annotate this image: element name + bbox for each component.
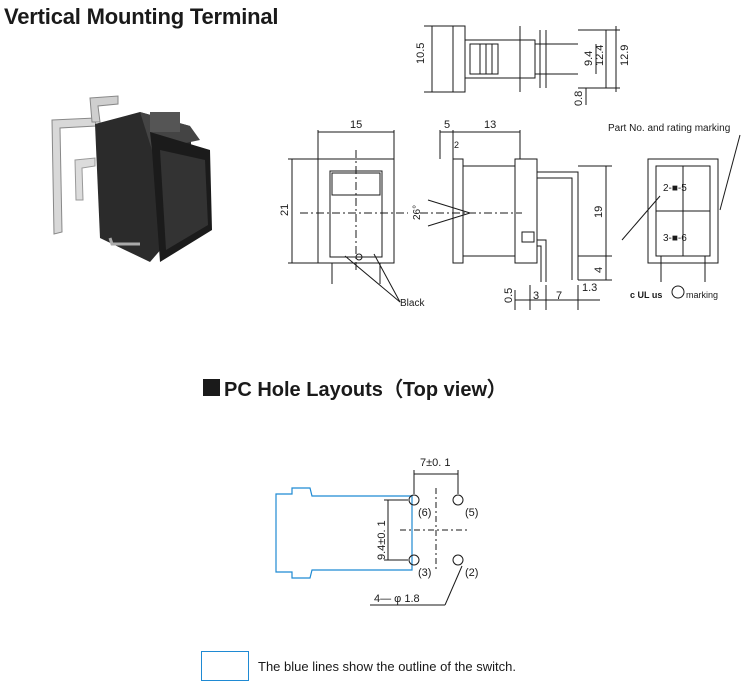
pc-dim-9-4: 9.4±0. 1 — [376, 520, 388, 560]
switch-photo — [51, 95, 212, 262]
dim-12-4: 12.4 — [594, 45, 606, 66]
pc-layout-title-text: PC Hole Layouts（Top view） — [224, 379, 507, 401]
dim-7: 7 — [556, 290, 562, 302]
dim-5: 5 — [444, 119, 450, 131]
pc-layout-title: PC Hole Layouts（Top view） — [203, 373, 507, 402]
ul-mark: c UL us — [630, 290, 662, 300]
top-side-view — [424, 25, 620, 105]
s-mark-icon — [671, 285, 685, 299]
dim-19: 19 — [593, 206, 605, 218]
page-title: Vertical Mounting Terminal — [4, 4, 279, 29]
dim-9-4: 9.4 — [583, 51, 595, 66]
hole-count-diameter: 4— φ 1.8 — [374, 593, 420, 605]
square-bullet-icon — [203, 379, 220, 396]
side-view — [420, 130, 612, 310]
dim-10-5: 10.5 — [415, 43, 427, 64]
rating-marking-label: Part No. and rating marking — [608, 123, 730, 134]
dim-0-5: 0.5 — [503, 288, 515, 303]
rear-view — [621, 134, 741, 282]
front-view — [288, 130, 408, 303]
dim-13: 13 — [484, 119, 496, 131]
dim-12-9: 12.9 — [619, 45, 631, 66]
legend-swatch — [201, 651, 249, 681]
pc-dim-7: 7±0. 1 — [420, 457, 451, 469]
dim-26-deg: 26° — [412, 205, 423, 220]
dim-2: 2 — [454, 140, 459, 150]
dim-4: 4 — [593, 267, 605, 273]
terminal-2-5: 2-■-5 — [663, 183, 687, 194]
dim-3: 3 — [533, 290, 539, 302]
dim-15: 15 — [350, 119, 362, 131]
legend-text: The blue lines show the outline of the s… — [258, 659, 516, 674]
dim-0-8: 0.8 — [573, 91, 585, 106]
hole-6: (6) — [418, 507, 431, 519]
dim-21: 21 — [279, 204, 291, 216]
hole-5: (5) — [465, 507, 478, 519]
marking-label: marking — [686, 290, 718, 300]
hole-2: (2) — [465, 567, 478, 579]
dim-1-3: 1.3 — [582, 282, 597, 294]
terminal-3-6: 3-■-6 — [663, 233, 687, 244]
hole-3: (3) — [418, 567, 431, 579]
black-label: Black — [400, 298, 425, 309]
pc-layout — [275, 470, 470, 606]
